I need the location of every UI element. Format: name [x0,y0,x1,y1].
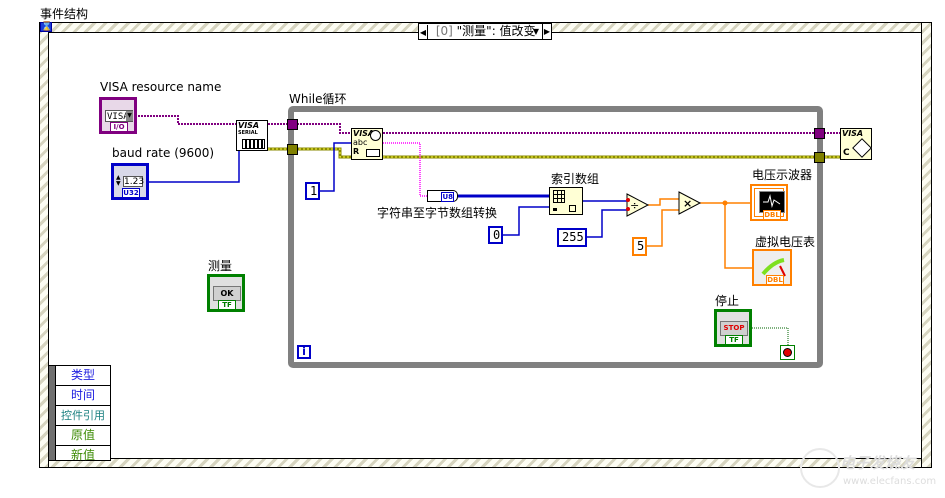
while-loop[interactable] [288,106,823,368]
oscilloscope-label: 电压示波器 [752,168,813,182]
index-constant[interactable]: 0 [488,226,503,244]
prev-case-arrow-icon[interactable]: ◀ [419,25,428,40]
voltmeter-indicator[interactable]: DBL [752,249,792,286]
measure-label: 测量 [208,259,233,273]
visa-resource-wire [135,115,236,125]
multiplier-constant[interactable]: 5 [632,237,647,256]
string-to-byte-array-node[interactable]: U8 [427,190,458,202]
stop-label: 停止 [715,294,740,308]
error-tunnel-in[interactable] [287,144,298,155]
case-index: [0] [435,24,453,38]
quotient-wire [648,198,679,206]
bytes-to-read-wire [320,142,352,192]
next-case-arrow-icon[interactable]: ▶ [542,24,551,39]
index-array-node[interactable] [549,187,583,215]
event-data-new-value[interactable]: 新值 [70,448,95,462]
while-loop-title: While循环 [289,92,347,106]
divide-symbol: ÷ [630,199,639,212]
divisor-constant[interactable]: 255 [557,228,587,247]
oscilloscope-indicator[interactable]: DBL [750,184,788,221]
voltmeter-label: 虚拟电压表 [755,235,816,249]
watermark-logo-icon [800,448,840,488]
index-array-label: 索引数组 [551,172,600,186]
type-tag: U8 [441,192,454,202]
measure-button-control[interactable]: OK TF [207,274,245,312]
node-text: abc [353,138,368,147]
baud-rate-label: baud rate (9600) [112,146,215,160]
visa-resource-label: VISA resource name [100,80,222,94]
baud-rate-value: 1.23 [123,176,145,187]
event-data-node[interactable]: 类型 时间 控件引用 原值 新值 [48,365,111,462]
stop-button-glyph: STOP [720,321,748,336]
iteration-terminal: i [297,345,311,359]
divisor-wire [586,209,627,238]
string-wire [383,142,428,197]
type-tag: DBL [766,275,784,285]
multiplier-wire [646,209,679,247]
event-data-control-ref[interactable]: 控件引用 [56,406,110,426]
visa-tunnel-in[interactable] [287,119,298,130]
error-tunnel-out[interactable] [814,152,825,163]
dropdown-icon[interactable]: ▼ [126,111,133,121]
visa-resource-control[interactable]: VISA ▼ I/O [99,97,137,134]
node-text: VISA [353,129,375,138]
type-tag: TF [218,300,236,310]
watermark-text: 电子发烧友 [840,454,916,472]
node-text: R [353,147,360,156]
clock-icon [370,130,381,141]
event-timeout-icon[interactable]: ⌛ [40,22,53,32]
event-case-selector[interactable]: ◀ [0] "测量": 值改变 ▼ ▶ [418,23,552,40]
divide-node[interactable]: ÷ [626,193,650,217]
array-grid-icon [553,190,565,203]
ok-button-glyph: OK [213,286,241,301]
visa-tunnel-out[interactable] [814,128,825,139]
loop-condition-terminal[interactable] [780,345,795,360]
type-tag: U32 [122,188,140,198]
event-data-time[interactable]: 时间 [56,386,110,406]
gauge-icon [761,258,786,277]
event-data-type[interactable]: 类型 [56,366,110,386]
multiply-symbol: × [683,197,692,210]
baud-rate-wire [148,150,240,183]
stop-wire [750,327,789,346]
stop-if-true-icon [783,348,792,357]
node-text: VISA [238,121,260,130]
event-structure-title: 事件结构 [40,7,89,21]
index-wire [503,206,549,236]
case-label: "测量": 值改变 [456,24,536,38]
type-tag: TF [725,335,743,345]
visa-read-node[interactable]: VISA abc R [351,128,383,160]
string-to-byte-array-label: 字符串至字节数组转换 [377,206,498,220]
type-tag: I/O [110,122,128,132]
serial-port-icon [242,139,265,149]
type-tag: DBL [763,210,781,220]
watermark-url: www.elecfans.com [843,476,937,487]
node-text: C [843,148,850,158]
buffer-icon [366,149,380,157]
stop-button-control[interactable]: STOP TF [714,309,752,347]
multiply-node[interactable]: × [678,191,702,215]
node-text: SERIAL [238,130,258,136]
visa-close-node[interactable]: VISA C [840,128,872,160]
bytes-to-read-constant[interactable]: 1 [305,182,320,200]
event-data-old-value[interactable]: 原值 [56,426,110,446]
baud-rate-control[interactable]: ▲▼ 1.23 U32 [111,163,149,200]
increment-decrement-icon[interactable]: ▲▼ [116,174,121,187]
node-text: VISA [842,129,864,138]
close-session-icon [852,138,872,158]
case-dropdown-icon[interactable]: ▼ [532,27,539,36]
visa-configure-serial-node[interactable]: VISA SERIAL [236,120,268,151]
